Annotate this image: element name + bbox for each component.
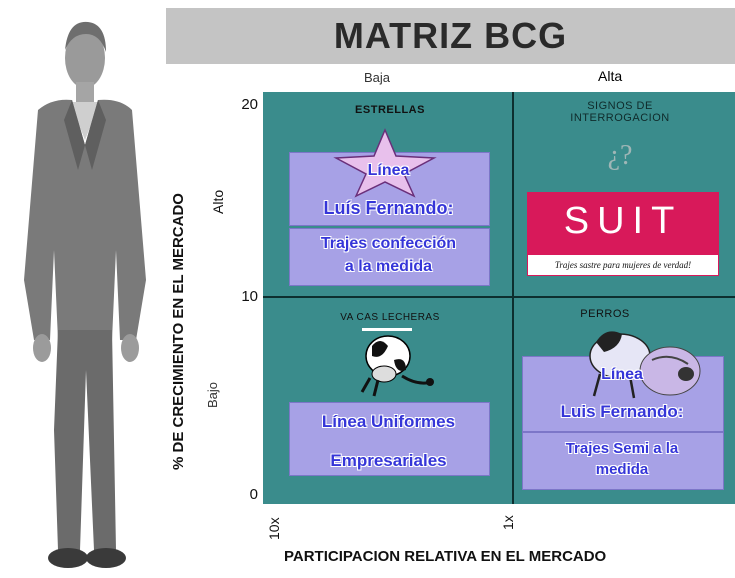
question-title-1: SIGNOS DE <box>587 100 653 112</box>
cows-line2: Empresariales <box>330 451 447 470</box>
cows-box <box>289 402 490 476</box>
dogs-line1: Línea <box>601 366 643 383</box>
x-high-label: Alta <box>598 68 623 84</box>
page-title: MATRIZ BCG <box>333 15 568 56</box>
title-bar: MATRIZ BCG <box>166 8 735 64</box>
dogs-line4: medida <box>595 461 649 478</box>
question-mark-icon: ¿? <box>607 140 633 171</box>
y-tick-20: 20 <box>241 96 258 113</box>
cow-icon <box>360 328 434 397</box>
question-title-2: INTERROGACION <box>570 112 670 124</box>
horizontal-divider <box>263 296 735 298</box>
man-in-suit-illustration <box>24 21 146 568</box>
x-low-label: Baja <box>364 70 391 85</box>
dogs-line2: Luis Fernando: <box>560 402 684 421</box>
dogs-box-bottom <box>522 432 724 490</box>
suit-logo: SUIT Trajes sastre para mujeres de verda… <box>527 192 719 276</box>
suit-brand: SUIT <box>563 200 683 242</box>
x-tick-10x: 10x <box>266 517 282 540</box>
y-tick-0: 0 <box>249 486 258 503</box>
dog-icon <box>589 331 701 399</box>
cows-line1: Línea Uniformes <box>321 412 456 431</box>
y-low-label: Bajo <box>205 381 220 408</box>
vertical-divider <box>512 92 514 504</box>
stars-line4: a la medida <box>344 258 433 275</box>
y-tick-10: 10 <box>241 288 258 305</box>
cows-title: VA CAS LECHERAS <box>340 312 440 323</box>
stars-box-bottom <box>289 228 490 286</box>
dogs-title: PERROS <box>580 308 630 320</box>
x-axis-label: PARTICIPACION RELATIVA EN EL MERCADO <box>284 548 607 565</box>
stars-title: ESTRELLAS <box>355 104 425 116</box>
dogs-line3: Trajes Semi a la <box>565 440 679 457</box>
suit-tagline: Trajes sastre para mujeres de verdad! <box>527 254 719 276</box>
y-high-label: Alto <box>210 189 226 214</box>
star-icon <box>333 128 437 198</box>
stars-line2: Luís Fernando: <box>323 198 454 218</box>
x-tick-1x: 1x <box>500 515 516 530</box>
y-axis-label: % DE CRECIMIENTO EN EL MERCADO <box>170 193 187 470</box>
stars-line1: Línea <box>367 162 410 179</box>
stars-line3: Trajes confección <box>320 235 457 252</box>
